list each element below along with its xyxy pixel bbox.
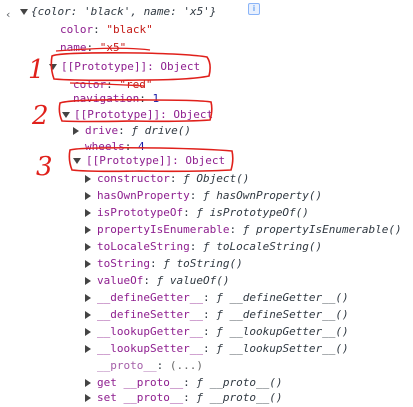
proto-accessor[interactable]: __proto__: (...) [97, 359, 203, 372]
expand-triangle-icon[interactable] [85, 243, 91, 251]
expand-triangle-icon[interactable] [85, 260, 91, 268]
annotation-label-2: 2 [31, 101, 49, 131]
expand-triangle-icon[interactable] [85, 192, 91, 200]
expand-triangle-icon[interactable] [85, 226, 91, 234]
annotation-label-3: 3 [36, 152, 53, 182]
expand-triangle-icon[interactable] [85, 394, 91, 402]
info-icon[interactable]: i [248, 3, 260, 15]
expand-triangle-icon[interactable] [62, 112, 70, 118]
back-icon: ‹ [6, 8, 11, 21]
expand-triangle-icon[interactable] [73, 158, 81, 164]
prototype-2-label: [[Prototype]]: Object [74, 108, 214, 121]
prop-color: color: "black" [60, 23, 153, 36]
expand-triangle-icon[interactable] [85, 328, 91, 336]
expand-triangle-icon[interactable] [85, 294, 91, 302]
prototype-1-label: [[Prototype]]: Object [61, 60, 201, 73]
root-summary: {color: 'black', name: 'x5'} [31, 5, 217, 18]
expand-triangle-icon[interactable] [49, 64, 57, 70]
expand-triangle-icon[interactable] [85, 311, 91, 319]
expand-triangle-icon[interactable] [85, 345, 91, 353]
prop-name: name: "x5" [60, 41, 127, 54]
prototype-3-label: [[Prototype]]: Object [86, 154, 226, 167]
expand-triangle-icon[interactable] [73, 127, 79, 135]
expand-triangle-icon[interactable] [85, 209, 91, 217]
expand-triangle-icon[interactable] [85, 277, 91, 285]
expand-triangle-icon[interactable] [85, 175, 91, 183]
expand-triangle-icon[interactable] [85, 379, 91, 387]
annotation-label-1: 1 [28, 55, 45, 85]
expand-triangle-icon[interactable] [20, 9, 28, 15]
